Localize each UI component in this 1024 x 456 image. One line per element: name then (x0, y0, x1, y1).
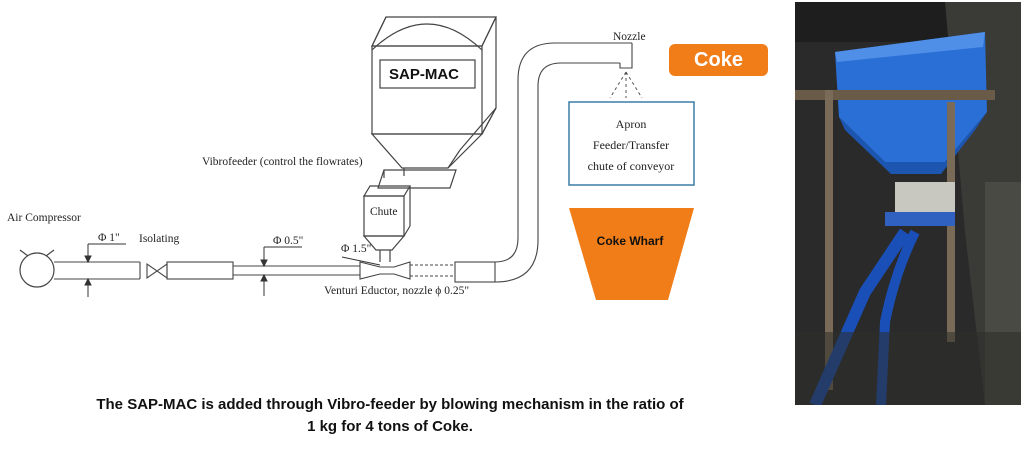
coke-wharf-shape (569, 208, 694, 300)
pipeline (54, 42, 633, 283)
apron-feeder-box (568, 101, 695, 186)
apron-line-1: Apron (616, 117, 647, 131)
caption-line-2: 1 kg for 4 tons of Coke. (307, 418, 473, 435)
apron-line-3: chute of conveyor (588, 159, 675, 173)
dim-1-label: Φ 1" (98, 232, 120, 244)
dim-3-label: Φ 1.5" (341, 243, 371, 255)
hopper-label: SAP-MAC (389, 66, 459, 83)
hopper (370, 16, 497, 169)
air-compressor (19, 249, 55, 288)
nozzle-spray (609, 71, 643, 99)
venturi-label: Venturi Eductor, nozzle ϕ 0.25" (324, 285, 469, 297)
isolating-label: Isolating (139, 233, 179, 245)
vibrofeeder (377, 168, 457, 189)
dimension-markers (84, 243, 381, 297)
equipment-photo (795, 2, 1021, 405)
chute-label: Chute (370, 206, 397, 218)
chute (362, 185, 412, 262)
coke-label-box: Coke (669, 44, 768, 76)
nozzle-label: Nozzle (613, 31, 646, 43)
coke-wharf-label: Coke Wharf (597, 234, 665, 248)
vibrofeeder-label: Vibrofeeder (control the flowrates) (202, 156, 363, 168)
apron-line-2: Feeder/Transfer (593, 138, 669, 152)
air-compressor-label: Air Compressor (7, 212, 81, 224)
dim-2-label: Φ 0.5" (273, 235, 303, 247)
caption: The SAP-MAC is added through Vibro-feede… (40, 394, 740, 438)
caption-line-1: The SAP-MAC is added through Vibro-feede… (96, 396, 684, 413)
